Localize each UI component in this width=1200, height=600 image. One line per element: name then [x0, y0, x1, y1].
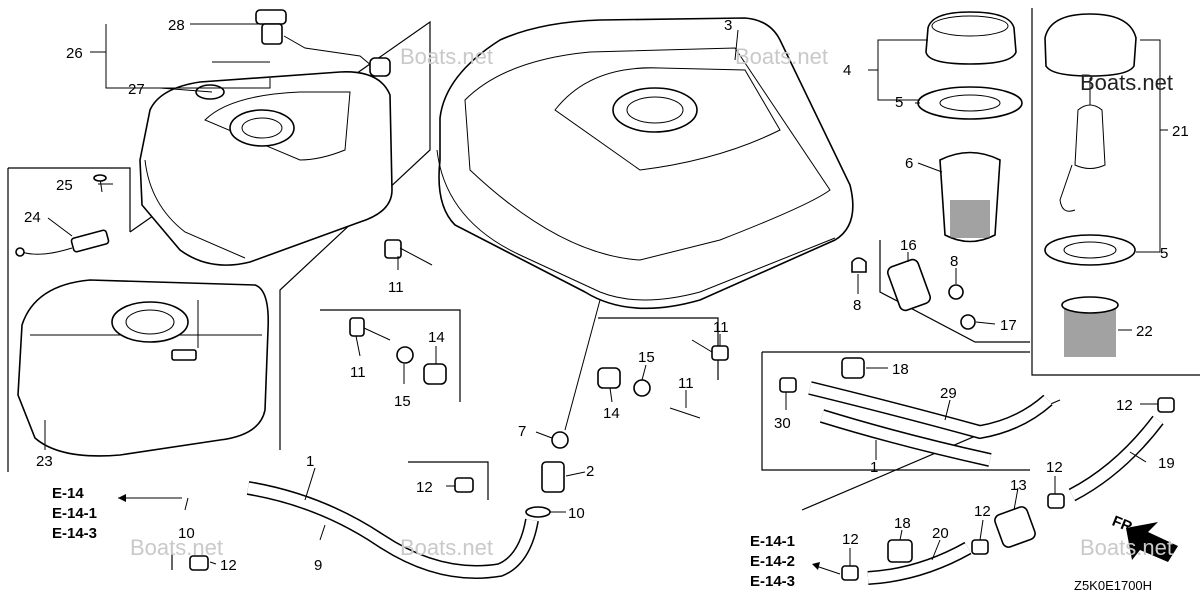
callout-5-top: 5 — [895, 94, 903, 111]
callout-18-top: 18 — [892, 361, 909, 378]
callout-16: 16 — [900, 237, 917, 254]
callout-4: 4 — [843, 62, 851, 79]
callout-15-left: 15 — [394, 393, 411, 410]
callout-17: 17 — [1000, 317, 1017, 334]
watermark-5: Boats.net — [1080, 70, 1173, 95]
watermark-1: Boats.net — [400, 44, 493, 69]
callout-15-mid: 15 — [638, 349, 655, 366]
callout-11-mid: 11 — [713, 319, 729, 336]
callout-24: 24 — [24, 209, 41, 226]
reference-labels-right: E-14-1 E-14-2 E-14-3 — [750, 533, 795, 590]
callout-12-r4: 12 — [842, 531, 859, 548]
callout-7: 7 — [518, 423, 526, 440]
ref-right-3: E-14-3 — [750, 573, 795, 590]
ref-left-3: E-14-3 — [52, 525, 97, 542]
watermark-3: Boats.net — [400, 535, 493, 560]
callout-8-left: 8 — [853, 297, 861, 314]
callout-2: 2 — [586, 463, 594, 480]
callout-1-left: 1 — [306, 453, 314, 470]
watermark-4: Boats.net — [1080, 535, 1173, 560]
callout-12-left: 12 — [220, 557, 237, 574]
callout-19: 19 — [1158, 455, 1175, 472]
callout-28: 28 — [168, 17, 185, 34]
callout-numbers: 28 26 27 25 24 23 3 4 5 6 21 5 22 16 8 8… — [24, 17, 1189, 574]
callout-14-left: 14 — [428, 329, 445, 346]
callout-3: 3 — [724, 17, 732, 34]
callout-11-right: 11 — [678, 375, 694, 392]
callout-14-mid: 14 — [603, 405, 620, 422]
callout-6: 6 — [905, 155, 913, 172]
fuel-tank-main — [436, 17, 854, 310]
callout-26: 26 — [66, 45, 83, 62]
filler-cap-assembly — [917, 11, 1023, 243]
callout-13: 13 — [1010, 477, 1027, 494]
callout-18-bottom: 18 — [894, 515, 911, 532]
diagram-code: Z5K0E1700H — [1074, 578, 1152, 593]
filler-cap-with-chain — [1044, 13, 1137, 357]
callout-12-mid: 12 — [416, 479, 433, 496]
callout-12-r1: 12 — [1116, 397, 1133, 414]
callout-20: 20 — [932, 525, 949, 542]
fuel-tank-lower-left — [15, 174, 270, 457]
ref-left-2: E-14-1 — [52, 505, 97, 522]
callout-25: 25 — [56, 177, 73, 194]
callout-21: 21 — [1172, 123, 1189, 140]
ref-right-2: E-14-2 — [750, 553, 795, 570]
watermark-2: Boats.net — [735, 44, 828, 69]
fuel-hoses — [246, 381, 1164, 585]
leader-lines — [44, 23, 1168, 575]
callout-9: 9 — [314, 557, 322, 574]
reference-labels-left: E-14 E-14-1 E-14-3 — [52, 485, 97, 542]
section-borders — [7, 8, 1200, 570]
watermark-6: Boats.net — [130, 535, 223, 560]
ref-left-1: E-14 — [52, 485, 84, 502]
callout-11-left: 11 — [350, 364, 366, 381]
callout-10-mid: 10 — [568, 505, 585, 522]
callout-1-right: 1 — [870, 459, 878, 476]
callout-22: 22 — [1136, 323, 1153, 340]
callout-11-tank: 11 — [388, 279, 404, 296]
callout-12-r3: 12 — [974, 503, 991, 520]
callout-23: 23 — [36, 453, 53, 470]
callout-30: 30 — [774, 415, 791, 432]
callout-10-left: 10 — [178, 525, 195, 542]
callout-12-r2: 12 — [1046, 459, 1063, 476]
callout-27: 27 — [128, 81, 145, 98]
hardware-parts — [189, 239, 1175, 581]
callout-5-right: 5 — [1160, 245, 1168, 262]
callout-8-right: 8 — [950, 253, 958, 270]
callout-29: 29 — [940, 385, 957, 402]
ref-right-1: E-14-1 — [750, 533, 795, 550]
watermarks: Boats.net Boats.net Boats.net Boats.net … — [130, 44, 1173, 560]
fuel-tank-upper-left — [139, 9, 393, 266]
